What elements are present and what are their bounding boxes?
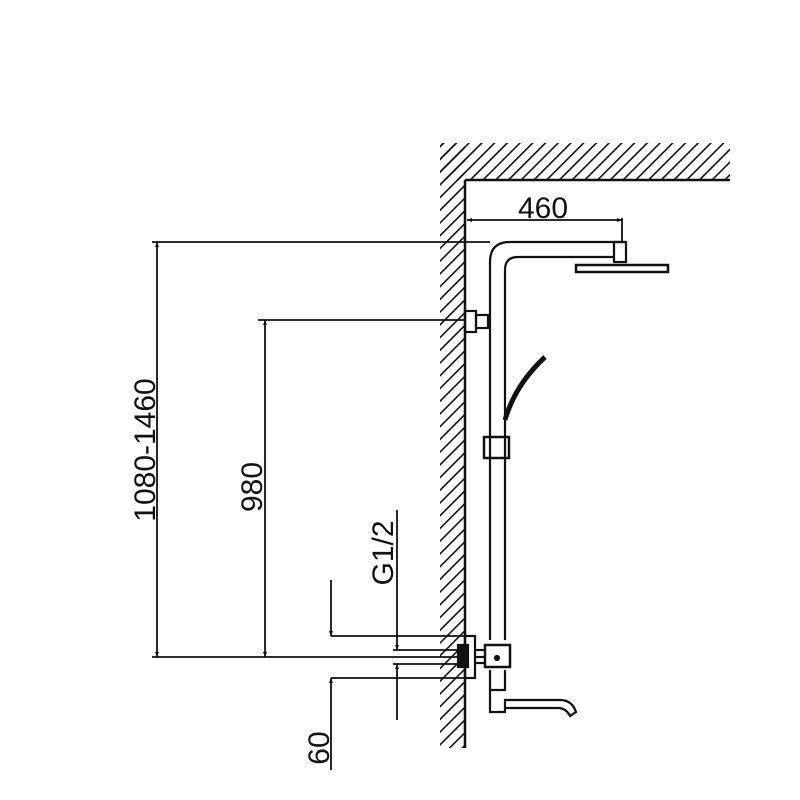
wall: [440, 143, 730, 748]
hand-shower-hose: [502, 355, 547, 421]
hand-shower-holder: [482, 435, 511, 460]
dim-head-height: 1080-1460: [129, 378, 162, 521]
dim-inlet-thread: G1/2: [367, 520, 400, 585]
shower-head: [574, 263, 670, 274]
shower-column: [456, 240, 670, 718]
bath-spout: [488, 670, 578, 718]
dimension-lines: [152, 218, 623, 770]
wall-bracket: [463, 309, 478, 334]
dim-bracket-height: 980: [236, 462, 269, 512]
dim-head-projection: 460: [518, 192, 568, 225]
head-connector: [612, 240, 628, 264]
dim-inlet-spacing: 60: [303, 731, 336, 764]
